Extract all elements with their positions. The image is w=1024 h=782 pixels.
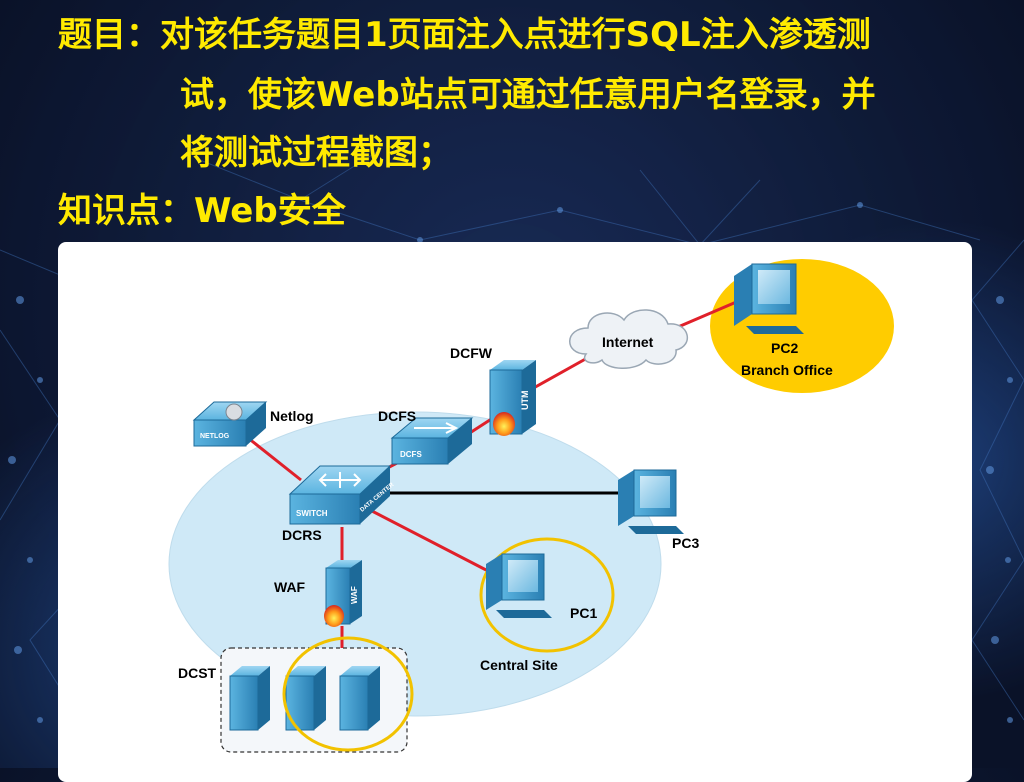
dcfs-badge: DCFS <box>400 450 422 459</box>
netlog-label: Netlog <box>270 408 314 424</box>
task-title-line-3: 将测试过程截图； <box>180 133 452 173</box>
utm-badge: UTM <box>520 391 530 411</box>
dcst-highlight-ring <box>282 636 414 752</box>
dcst-server-3-icon <box>339 666 380 731</box>
task-title-line-1: 题目：对该任务题目1页面注入点进行SQL注入渗透测 <box>58 15 871 55</box>
dcst-server-1-icon <box>229 666 270 731</box>
network-topology-diagram: Internet PC2 Branch Office UTM DCFW DCFS <box>168 259 894 753</box>
branch-office-label: Branch Office <box>741 362 833 378</box>
dcfs-switch-icon: DCFS <box>390 417 474 465</box>
pc2-workstation-icon <box>734 263 804 334</box>
dcfw-label: DCFW <box>450 345 493 361</box>
link-dcrs-pc1 <box>369 508 491 574</box>
waf-firewall-icon: WAF <box>324 560 362 627</box>
waf-badge: WAF <box>350 586 359 604</box>
pc1-highlight-ring <box>479 537 615 653</box>
dcfs-label: DCFS <box>378 408 416 424</box>
pc2-label: PC2 <box>771 340 798 356</box>
pc1-workstation-icon <box>486 553 552 618</box>
waf-label: WAF <box>274 579 306 595</box>
netlog-device-icon: NETLOG <box>192 401 268 447</box>
task-title-line-2: 试，使该Web站点可通过任意用户名登录，并 <box>180 75 876 115</box>
dcst-server-2-icon <box>285 666 326 731</box>
dcfw-utm-firewall-icon: UTM <box>489 360 536 436</box>
pc3-label: PC3 <box>672 535 699 551</box>
netlog-badge: NETLOG <box>200 433 230 440</box>
dcst-label: DCST <box>178 665 217 681</box>
dcrs-label: DCRS <box>282 527 322 543</box>
knowledge-point: 知识点：Web安全 <box>58 191 346 231</box>
pc1-label: PC1 <box>570 605 597 621</box>
internet-cloud-icon: Internet <box>569 309 689 369</box>
dcrs-data-center-switch-icon: SWITCH DATA CENTER <box>288 465 396 525</box>
switch-badge: SWITCH <box>296 509 328 518</box>
internet-label: Internet <box>602 334 654 350</box>
topology-panel: Internet PC2 Branch Office UTM DCFW DCFS <box>58 242 972 782</box>
pc3-workstation-icon <box>618 469 684 534</box>
central-site-label: Central Site <box>480 657 558 673</box>
central-site-zone <box>168 411 662 717</box>
